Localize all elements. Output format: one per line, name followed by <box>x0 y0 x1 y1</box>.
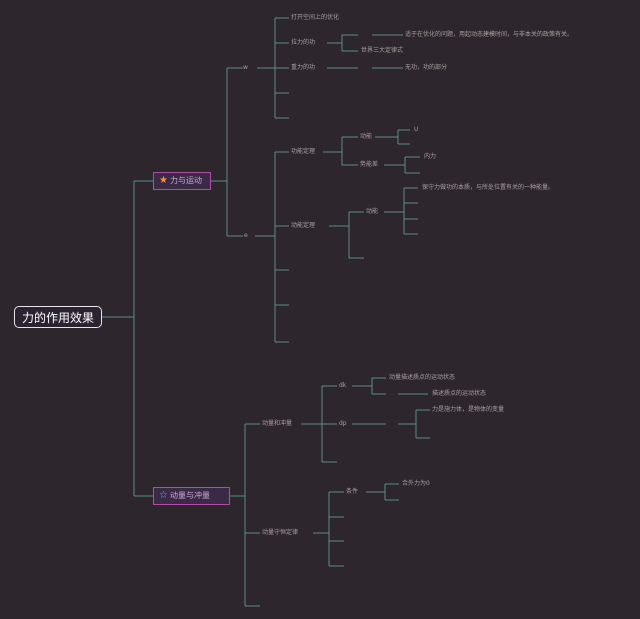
node-b5[interactable]: 势能差 <box>360 161 379 168</box>
node-w[interactable]: w <box>243 64 248 71</box>
node-b1[interactable]: 功能定理 <box>291 148 316 155</box>
node-a3b[interactable]: 适于在优化的问题，用起动态建模时间，与非本关的政策有关。 <box>405 31 574 38</box>
node-b2[interactable]: 动能 <box>360 133 373 140</box>
node-c3[interactable]: 动量描述质点的运动状态 <box>389 374 456 381</box>
node-c8[interactable]: 力是施力体，是物体的变量 <box>432 406 505 413</box>
node-c6[interactable]: dp <box>339 420 347 427</box>
node-a5[interactable]: 重力的功 <box>291 64 316 71</box>
root-node[interactable]: 力的作用效果 <box>14 306 102 328</box>
node-d1[interactable]: 动量守恒定律 <box>262 529 299 536</box>
node-b8[interactable]: 动能 <box>366 208 379 215</box>
node-b9[interactable]: 保守力做功的本质，与所处位置有关的一种能量。 <box>422 184 555 191</box>
node-b7[interactable]: 动能定理 <box>291 222 316 229</box>
node-d2[interactable]: 条件 <box>346 488 359 495</box>
node-b3[interactable]: U <box>414 126 419 133</box>
node-d3[interactable]: 合外力为0 <box>402 480 430 487</box>
star-icon: ★ <box>159 175 168 186</box>
branch-label: 动量与冲量 <box>169 491 210 500</box>
star-outline-icon: ☆ <box>159 490 168 501</box>
node-c1[interactable]: 动量和冲量 <box>262 420 293 427</box>
node-a7[interactable]: 无功，功的部分 <box>405 64 448 71</box>
branch-label: 力与运动 <box>169 176 202 185</box>
node-c2[interactable]: dk <box>339 382 347 389</box>
node-a2[interactable]: 拉力的功 <box>291 39 316 46</box>
node-a4[interactable]: 世界三大定律式 <box>361 47 404 54</box>
node-e[interactable]: e <box>244 232 248 239</box>
branch-node-momentum[interactable]: ☆动量与冲量 <box>153 487 230 505</box>
node-c5[interactable]: 描述质点的运动状态 <box>432 390 487 397</box>
node-b6[interactable]: 内力 <box>424 153 437 160</box>
branch-node-motion[interactable]: ★力与运动 <box>153 172 211 190</box>
node-a1[interactable]: 打开空间上的优化 <box>291 14 340 21</box>
